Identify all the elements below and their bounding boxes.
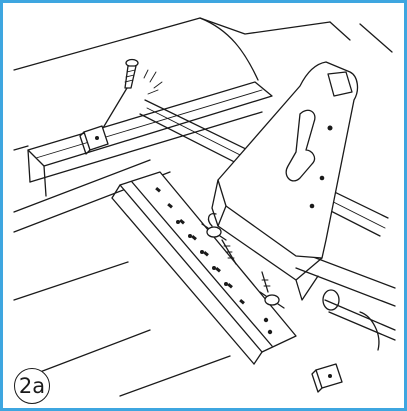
slotted-channel (111, 171, 297, 365)
channel-holes (155, 186, 273, 335)
clip-bracket (79, 125, 109, 155)
clip-bracket (311, 363, 343, 393)
rotation-marks-icon (143, 69, 163, 95)
wing-nut-icon (201, 213, 237, 265)
step-number-label: 2a (14, 368, 50, 404)
background-sheet (13, 17, 393, 397)
screw-icon (102, 58, 139, 129)
mounting-bracket (211, 61, 359, 301)
wing-nut-icon (259, 271, 285, 309)
